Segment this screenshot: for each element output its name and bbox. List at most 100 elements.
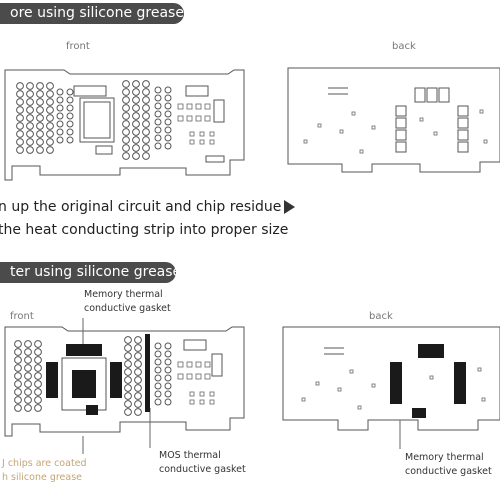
capacitor-circle (132, 128, 140, 136)
capacitor-circle (36, 82, 44, 90)
capacitor-circle (154, 94, 162, 102)
component-pad (177, 103, 184, 110)
back-board-after (282, 326, 500, 431)
front-label-top: front (66, 41, 90, 52)
capacitor-circle (142, 104, 150, 112)
component-pad (204, 361, 211, 368)
capacitor-circle (154, 390, 162, 398)
capacitor-circle (36, 138, 44, 146)
memory-gasket-right-front (110, 362, 122, 398)
capacitor-circle (154, 350, 162, 358)
component-pad (195, 103, 202, 110)
callout-memory-front: Memory thermal conductive gasket (84, 288, 171, 316)
capacitor-circle (24, 356, 32, 364)
component-pad (483, 139, 488, 144)
capacitor-circle (46, 98, 54, 106)
capacitor-circle (14, 356, 22, 364)
capacitor-circle (134, 368, 142, 376)
back-label-bottom: back (369, 311, 393, 322)
capacitor-circle (164, 134, 172, 142)
callout-mos-line1: MOS thermal (159, 450, 221, 461)
component-pad (209, 131, 215, 137)
capacitor-circle (16, 98, 24, 106)
capacitor-circle (36, 98, 44, 106)
capacitor-circle (46, 114, 54, 122)
capacitor-circle (132, 88, 140, 96)
capacitor-circle (134, 360, 142, 368)
capacitor-circle (36, 122, 44, 130)
capacitor-circle (124, 408, 132, 416)
capacitor-circle (124, 376, 132, 384)
capacitor-circle (132, 112, 140, 120)
section-header-after: ter using silicone grease (0, 262, 181, 283)
capacitor-circle (14, 396, 22, 404)
component-pad (195, 373, 202, 380)
capacitor-circle (142, 120, 150, 128)
component-pad (209, 399, 215, 405)
component-pad (339, 129, 344, 134)
capacitor-circle (122, 88, 130, 96)
capacitor-circle (132, 152, 140, 160)
capacitor-circle (142, 128, 150, 136)
thermal-gaskets (46, 334, 466, 418)
capacitor-circle (16, 90, 24, 98)
component-pad (189, 391, 195, 397)
component-pad (195, 115, 202, 122)
capacitor-circle (142, 88, 150, 96)
capacitor-circle (122, 112, 130, 120)
callout-memory-front-line1: Memory thermal (84, 289, 163, 300)
capacitor-circle (134, 376, 142, 384)
capacitor-circle (164, 366, 172, 374)
capacitor-circle (34, 396, 42, 404)
capacitor-circle (66, 96, 74, 104)
capacitor-circle (122, 128, 130, 136)
back-board-before (287, 67, 500, 173)
capacitor-circle (24, 340, 32, 348)
component-pad (186, 361, 193, 368)
capacitor-circle (14, 340, 22, 348)
capacitor-circle (142, 152, 150, 160)
component-pad (429, 375, 434, 380)
capacitor-circle (154, 358, 162, 366)
component-pad (177, 361, 184, 368)
capacitor-circle (26, 90, 34, 98)
capacitor-circle (134, 344, 142, 352)
capacitor-circle (122, 104, 130, 112)
capacitor-circle (26, 122, 34, 130)
capacitor-circle (16, 130, 24, 138)
capacitor-circle (164, 398, 172, 406)
capacitor-circle (36, 146, 44, 154)
gpu-grease-front (72, 370, 96, 398)
capacitor-circle (164, 126, 172, 134)
capacitor-circle (36, 90, 44, 98)
capacitor-circle (124, 384, 132, 392)
capacitor-circle (164, 358, 172, 366)
capacitor-circle (124, 352, 132, 360)
capacitor-circle (14, 348, 22, 356)
memory-gasket-bottom-back (412, 408, 426, 418)
capacitor-circle (122, 136, 130, 144)
capacitor-circle (26, 82, 34, 90)
capacitor-circle (26, 114, 34, 122)
capacitor-circle (164, 118, 172, 126)
capacitor-circle (154, 134, 162, 142)
capacitor-circle (66, 120, 74, 128)
component-pad (199, 131, 205, 137)
capacitor-circle (154, 110, 162, 118)
capacitor-circle (154, 342, 162, 350)
capacitor-circle (56, 136, 64, 144)
capacitor-circle (34, 364, 42, 372)
capacitor-circle (14, 388, 22, 396)
component-pad (371, 125, 376, 130)
capacitor-circle (14, 372, 22, 380)
component-pad (477, 367, 482, 372)
component-pad (186, 373, 193, 380)
capacitor-circle (122, 152, 130, 160)
capacitor-circle (132, 80, 140, 88)
capacitor-circle (164, 342, 172, 350)
step-cut-strip: the heat conducting strip into proper si… (0, 222, 289, 238)
capacitor-circle (46, 130, 54, 138)
capacitor-circle (154, 126, 162, 134)
capacitor-circle (56, 112, 64, 120)
capacitor-circle (36, 130, 44, 138)
